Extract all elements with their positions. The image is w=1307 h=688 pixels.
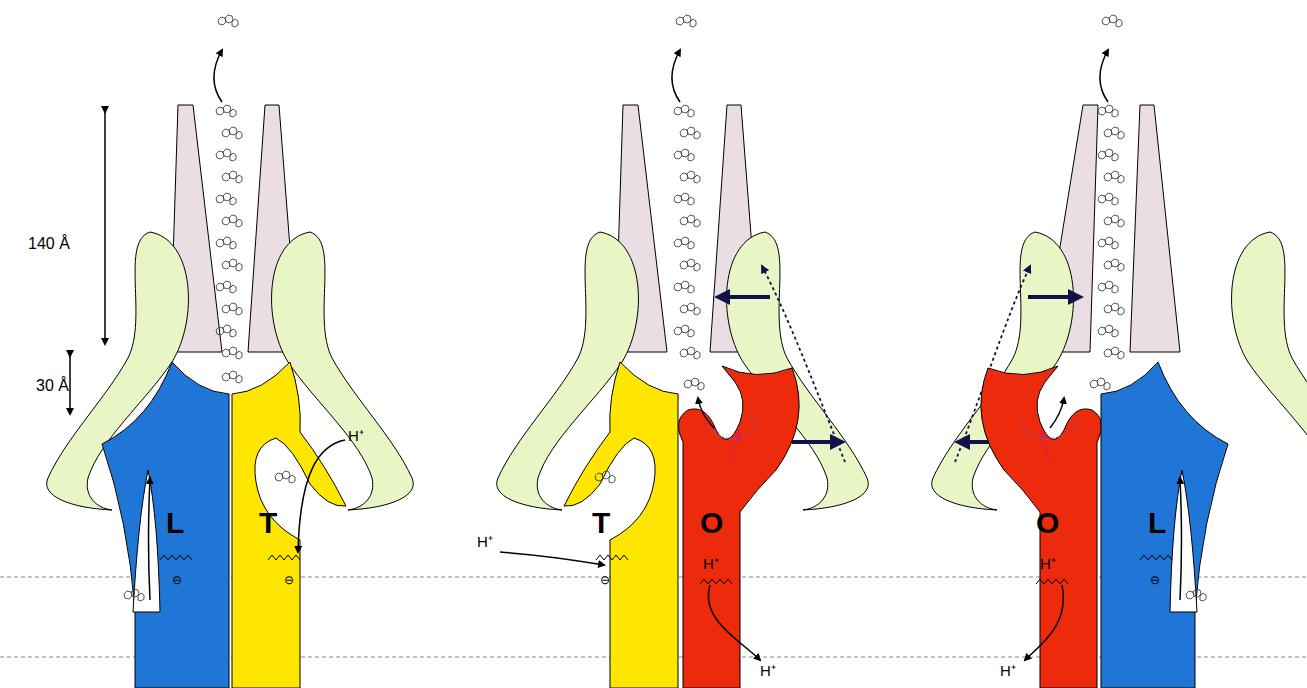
drug-molecule <box>222 303 242 315</box>
drug-molecule <box>216 325 236 337</box>
protomer: T <box>226 355 352 688</box>
drug-molecule <box>218 15 238 27</box>
ion-label: ⊖ <box>284 574 294 586</box>
drawn-stroke <box>149 478 151 600</box>
drawn-stroke <box>1180 478 1182 600</box>
drawn-stroke <box>596 555 628 560</box>
drug-molecule <box>680 347 700 359</box>
ion-label: H⁺ <box>348 428 364 443</box>
drug-molecule <box>680 215 700 227</box>
drug-molecule <box>1098 281 1118 293</box>
drawn-stroke <box>730 432 740 462</box>
drug-molecule <box>222 371 242 383</box>
drawn-stroke <box>1050 398 1064 428</box>
protomer-shape <box>95 355 235 688</box>
drawn-stroke <box>1025 585 1063 660</box>
protomer: L <box>95 355 235 688</box>
drug-molecule <box>674 325 694 337</box>
drug-molecule <box>124 589 144 601</box>
drawn-stroke <box>1140 555 1172 560</box>
drug-molecule <box>1104 303 1124 315</box>
drug-molecule <box>1090 378 1110 390</box>
dimension-label: 30 Å <box>36 378 69 394</box>
drug-molecule <box>222 215 242 227</box>
drug-molecule <box>1098 149 1118 161</box>
drawn-stroke <box>298 440 345 552</box>
drug-molecule <box>1098 193 1118 205</box>
exit-arrow <box>214 50 1108 102</box>
ion-label: H⁺ <box>760 663 776 678</box>
drug-molecule <box>674 105 694 117</box>
drug-molecule <box>216 193 236 205</box>
drug-molecule <box>680 259 700 271</box>
ion-label: H⁺ <box>703 556 719 571</box>
drug-molecule <box>676 15 696 27</box>
dimension-arrow <box>69 356 71 414</box>
drawn-stroke <box>698 398 714 428</box>
drug-molecule <box>1098 237 1118 249</box>
drug-molecule <box>1104 215 1124 227</box>
drug-molecule <box>1186 589 1206 601</box>
protomer-shape <box>676 355 818 688</box>
drawn-stroke <box>160 555 192 560</box>
ion-label: ⊖ <box>600 574 610 586</box>
drug-molecule <box>222 171 242 183</box>
drawn-stroke <box>1020 420 1080 439</box>
drug-molecule <box>674 281 694 293</box>
drug-molecule <box>275 471 295 483</box>
drug-molecule <box>674 149 694 161</box>
state-letter: O <box>1036 508 1059 538</box>
ion-label: H⁺ <box>1000 663 1016 678</box>
protomer: O <box>962 355 1104 688</box>
drawn-stroke <box>1036 579 1068 584</box>
protomer-shape <box>226 355 352 688</box>
drug-molecule <box>216 281 236 293</box>
dimension-label: 140 Å <box>28 236 70 252</box>
drug-molecule <box>216 237 236 249</box>
drug-molecule <box>1104 127 1124 139</box>
drug-molecule <box>222 347 242 359</box>
drug-molecule <box>222 259 242 271</box>
drug-molecule <box>680 127 700 139</box>
drug-molecule <box>1098 325 1118 337</box>
dimension-arrow <box>104 112 106 344</box>
drug-molecule <box>216 105 236 117</box>
drug-molecule <box>1098 105 1118 117</box>
drug-molecule <box>674 237 694 249</box>
drug-molecule <box>1104 259 1124 271</box>
drawn-stroke <box>268 555 300 560</box>
drawn-stroke <box>700 420 760 439</box>
drawn-stroke <box>500 552 604 565</box>
state-letter: O <box>700 508 723 538</box>
state-letter: T <box>592 508 610 538</box>
protomer: T <box>558 355 684 688</box>
state-letter: L <box>1148 508 1166 538</box>
drug-molecule <box>1104 347 1124 359</box>
protomer: L <box>1095 355 1235 688</box>
drug-molecule <box>674 193 694 205</box>
state-letter: L <box>166 508 184 538</box>
ion-label: H⁺ <box>1040 556 1056 571</box>
ion-label: H⁺ <box>477 534 493 549</box>
ion-label: ⊖ <box>1150 574 1160 586</box>
protomer-shape <box>558 355 684 688</box>
drawn-stroke <box>708 585 760 660</box>
state-letter: T <box>259 508 277 538</box>
drug-molecule <box>684 378 704 390</box>
drug-molecule <box>1102 15 1122 27</box>
drug-molecule <box>595 471 615 483</box>
drug-molecule <box>680 303 700 315</box>
protomer-shape <box>962 355 1104 688</box>
drug-molecule <box>216 149 236 161</box>
drawn-stroke <box>700 579 732 584</box>
drug-molecule <box>222 127 242 139</box>
drug-molecule <box>1104 171 1124 183</box>
ion-label: ⊖ <box>172 574 182 586</box>
protomer: O <box>676 355 818 688</box>
drawn-stroke <box>1042 432 1050 462</box>
drug-molecule <box>680 171 700 183</box>
